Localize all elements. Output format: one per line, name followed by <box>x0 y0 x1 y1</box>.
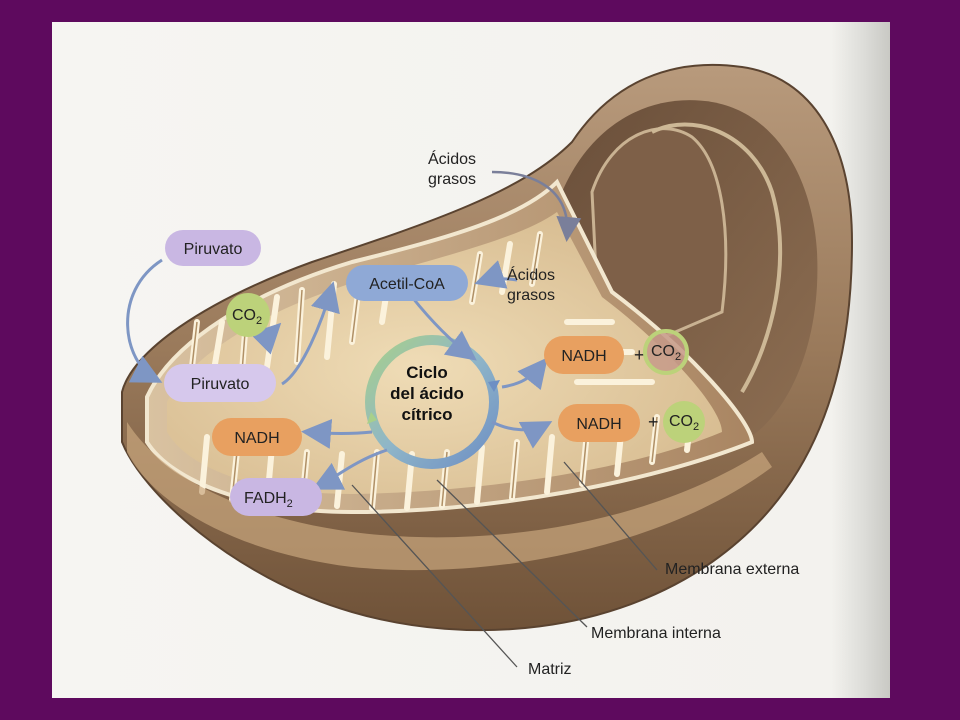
acetyl-coa-label: Acetil-CoA <box>369 276 445 293</box>
arrow-pyruvate-to-acetylcoa <box>281 281 340 386</box>
outer-membrane-lip <box>127 422 772 571</box>
acetyl-coa-pill: Acetil-CoA <box>346 265 468 301</box>
cycle-label-line2: del ácido <box>390 384 464 403</box>
arrow-cycle-to-nadh-top <box>501 357 548 391</box>
fatty-acids-outer-label: Ácidos grasos <box>428 149 476 188</box>
co2-right-top-bubble: CO2 <box>643 329 689 375</box>
pyruvate-outer-label: Piruvato <box>184 241 243 258</box>
textbook-page: Piruvato Piruvato CO2 Acetil-CoA Ciclo d… <box>52 22 890 698</box>
leader-outer-membrane <box>563 461 658 571</box>
svg-text:grasos: grasos <box>428 171 476 188</box>
co2-right-bottom-label: CO2 <box>669 413 699 433</box>
arrow-cycle-to-fadh2 <box>311 448 388 490</box>
cycle-label-line1: Ciclo <box>406 363 448 382</box>
nadh-right-top-pill: NADH <box>544 336 624 374</box>
pyruvate-inner-pill: Piruvato <box>164 364 276 402</box>
nadh-right-top-label: NADH <box>561 348 606 365</box>
leader-matrix <box>351 484 518 668</box>
citric-acid-cycle-label: Ciclo del ácido cítrico <box>390 363 464 424</box>
nadh-right-bottom-label: NADH <box>576 416 621 433</box>
arrow-fatty-acids-to-acetylcoa <box>474 260 518 289</box>
citric-acid-cycle-ring <box>365 335 499 469</box>
arrow-fatty-acids-entry <box>491 170 582 242</box>
fadh2-label: FADH2 <box>244 490 293 510</box>
crista-back <box>590 127 728 344</box>
svg-text:Ácidos: Ácidos <box>507 265 555 284</box>
arrow-cycle-to-nadh-bottom <box>491 420 553 449</box>
cycle-arrowhead-left <box>367 412 377 424</box>
nadh-left-pill: NADH <box>212 418 302 456</box>
plus-top: + <box>634 345 645 365</box>
svg-text:Ácidos: Ácidos <box>428 149 476 168</box>
co2-right-top-label: CO2 <box>651 343 681 363</box>
nadh-right-bottom-pill: NADH <box>558 404 640 442</box>
plus-bottom: + <box>648 412 659 432</box>
co2-left-bubble: CO2 <box>226 293 270 337</box>
cycle-label-line3: cítrico <box>401 405 452 424</box>
co2-left-label: CO2 <box>232 307 262 327</box>
arrow-pyruvate-transport <box>126 258 163 383</box>
fatty-acids-inner-label: Ácidos grasos <box>507 265 555 304</box>
nadh-left-label: NADH <box>234 430 279 447</box>
label-outer-membrane: Membrana externa <box>665 561 799 578</box>
svg-text:grasos: grasos <box>507 287 555 304</box>
label-matrix: Matriz <box>528 661 572 678</box>
pyruvate-outer-pill: Piruvato <box>165 230 261 266</box>
co2-right-bottom-bubble: CO2 <box>663 401 705 443</box>
fadh2-pill: FADH2 <box>230 478 322 516</box>
pyruvate-inner-label: Piruvato <box>191 376 250 393</box>
mitochondrion-diagram: Piruvato Piruvato CO2 Acetil-CoA Ciclo d… <box>121 63 854 678</box>
leader-inner-membrane <box>436 479 588 628</box>
crista-back-edge <box>651 122 783 394</box>
leader-lines <box>351 461 658 668</box>
cycle-arrowhead-right <box>488 380 500 392</box>
label-inner-membrane: Membrana interna <box>591 625 721 642</box>
arrow-acetylcoa-into-cycle <box>410 296 477 361</box>
arrow-cycle-to-nadh-left <box>301 418 373 449</box>
cristae-outlines <box>191 233 658 509</box>
